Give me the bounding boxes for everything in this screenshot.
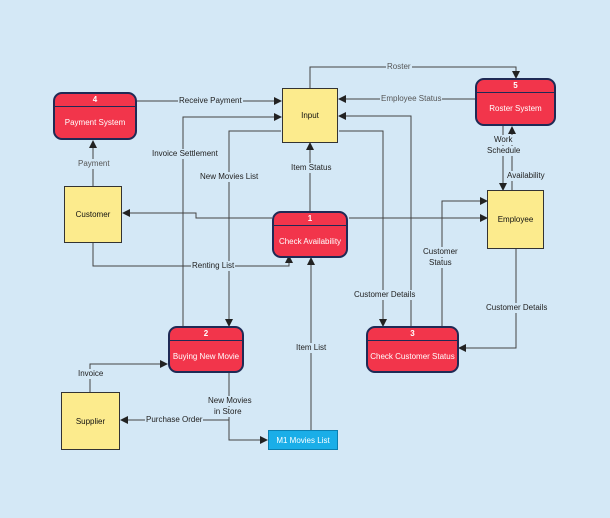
data-store-movies-list[interactable]: M1 Movies List <box>268 430 338 450</box>
flow-label-customer-details-right: Customer Details <box>485 303 549 313</box>
flow-label-new-movies-store-1: New Movies <box>207 396 253 406</box>
process-check-customer-status[interactable]: 3 Check Customer Status <box>366 326 459 373</box>
flow-label-roster: Roster <box>386 62 412 72</box>
entity-input[interactable]: Input <box>282 88 338 143</box>
flow-customer-status <box>441 197 488 327</box>
flow-label-new-movies-store-2: in Store <box>213 407 243 417</box>
flow-label-customer-details-left: Customer Details <box>353 290 417 300</box>
entity-customer-label: Customer <box>75 210 111 219</box>
flow-label-item-list: Item List <box>295 343 328 353</box>
flow-label-employee-status: Employee Status <box>380 94 443 104</box>
flow-new-movies-store <box>228 420 268 444</box>
flow-customer-details-left <box>339 130 387 327</box>
process-payment-system[interactable]: 4 Payment System <box>53 92 137 140</box>
flow-label-customer-status-2: Status <box>428 258 453 268</box>
entity-input-label: Input <box>301 111 319 120</box>
entity-employee-label: Employee <box>497 215 534 224</box>
entity-employee[interactable]: Employee <box>487 190 544 249</box>
process-number: 2 <box>203 329 209 338</box>
flow-label-invoice-settlement: Invoice Settlement <box>151 149 219 159</box>
flow-customer-status-to-input <box>338 112 412 327</box>
process-divider <box>274 225 346 226</box>
flow-roster <box>309 66 520 88</box>
flow-invoice <box>89 360 168 392</box>
flow-label-item-status: Item Status <box>290 163 333 173</box>
flow-label-work-schedule-2: Schedule <box>486 146 522 156</box>
flow-label-payment: Payment <box>77 159 111 169</box>
flow-label-work-schedule-1: Work <box>493 135 514 145</box>
entity-customer[interactable]: Customer <box>64 186 122 243</box>
process-number: 1 <box>307 214 313 223</box>
process-label: Roster System <box>489 104 542 113</box>
flow-invoice-settlement <box>182 113 282 327</box>
process-buying-new-movie[interactable]: 2 Buying New Movie <box>168 326 244 373</box>
process-label: Check Customer Status <box>370 351 455 361</box>
flow-label-receive-payment: Receive Payment <box>178 96 243 106</box>
flow-label-renting-list: Renting List <box>191 261 236 271</box>
process-number: 4 <box>92 95 98 104</box>
process-divider <box>170 340 242 341</box>
process-number: 3 <box>410 329 415 338</box>
process-divider <box>55 106 135 107</box>
process-label: Check Availability <box>278 236 342 246</box>
flow-availability-to-customer <box>122 209 272 219</box>
flow-customer-details-right <box>458 249 517 352</box>
entity-supplier[interactable]: Supplier <box>61 392 120 450</box>
entity-supplier-label: Supplier <box>75 416 106 426</box>
process-number: 5 <box>513 81 518 90</box>
flow-label-invoice: Invoice <box>77 369 105 379</box>
process-label: Buying New Movie <box>172 351 240 361</box>
flow-label-customer-status-1: Customer <box>422 247 459 257</box>
process-check-availability[interactable]: 1 Check Availability <box>272 211 348 258</box>
process-roster-system[interactable]: 5 Roster System <box>475 78 556 126</box>
flow-label-new-movies-list: New Movies List <box>199 172 260 182</box>
process-divider <box>368 340 457 341</box>
flow-label-purchase-order: Purchase Order <box>145 415 204 425</box>
process-label: Payment System <box>64 118 126 127</box>
data-store-label: M1 Movies List <box>276 435 330 445</box>
process-divider <box>477 92 554 93</box>
flow-label-availability: Availability <box>506 171 546 181</box>
